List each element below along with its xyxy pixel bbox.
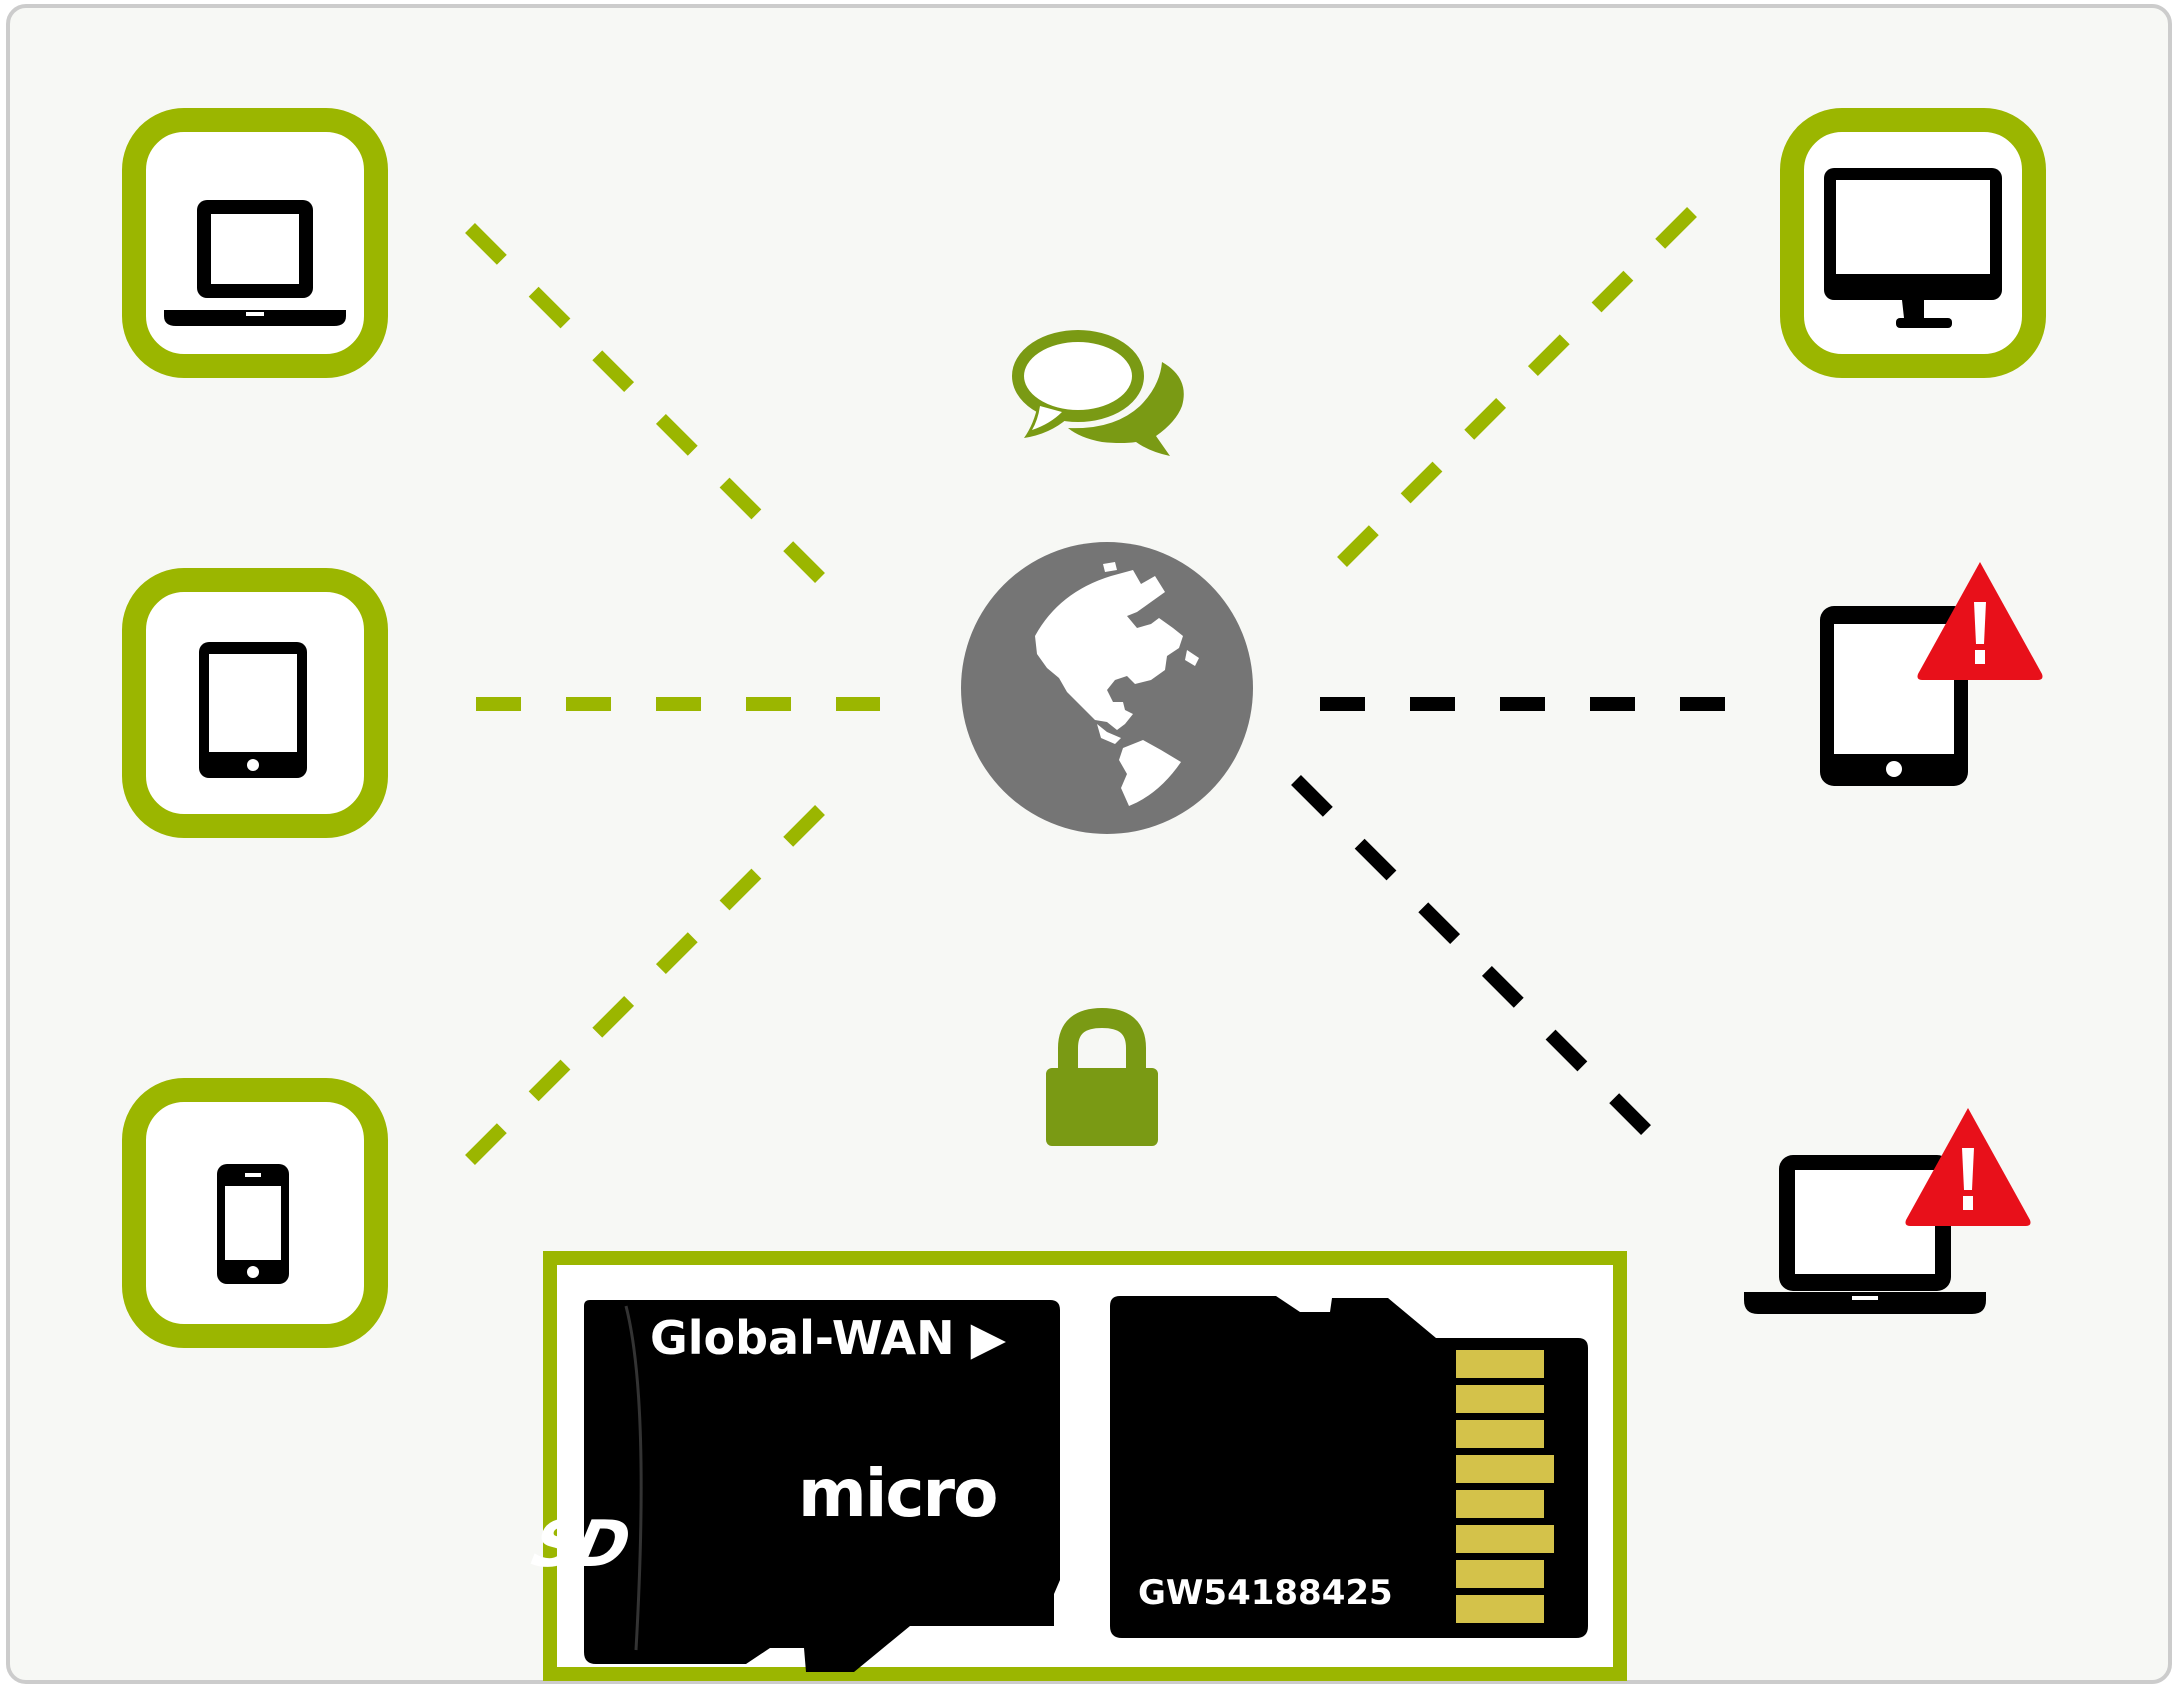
microsd-card-front: Global-WAN ▶ micro SD xyxy=(526,1300,1060,1672)
insecure-connections xyxy=(1291,697,1725,1151)
secure-connections xyxy=(465,207,1697,1165)
trusted-monitor-tile[interactable] xyxy=(1780,108,2046,378)
untrusted-tablet[interactable] xyxy=(1820,562,2043,786)
globe-icon xyxy=(961,542,1253,834)
trusted-phone-tile[interactable] xyxy=(122,1078,388,1348)
microsd-logo-micro: micro xyxy=(798,1455,996,1532)
microsd-card-panel: Global-WAN ▶ micro SD GW54188425 xyxy=(526,1251,1627,1681)
card-contacts xyxy=(1456,1350,1554,1623)
card-serial-number: GW54188425 xyxy=(1138,1573,1393,1613)
trusted-laptop-tile[interactable] xyxy=(122,108,388,378)
untrusted-laptop[interactable] xyxy=(1744,1108,2031,1314)
smartphone-icon xyxy=(217,1164,289,1284)
padlock-icon xyxy=(1046,1007,1158,1146)
card-brand-label: Global-WAN ▶ xyxy=(650,1311,1007,1365)
trusted-tablet-tile[interactable] xyxy=(122,568,388,838)
tablet-icon xyxy=(199,642,307,778)
microsd-card-back: GW54188425 xyxy=(1110,1296,1588,1638)
microsd-logo-sd: SD xyxy=(526,1508,634,1582)
chat-bubbles-icon xyxy=(1012,330,1184,456)
